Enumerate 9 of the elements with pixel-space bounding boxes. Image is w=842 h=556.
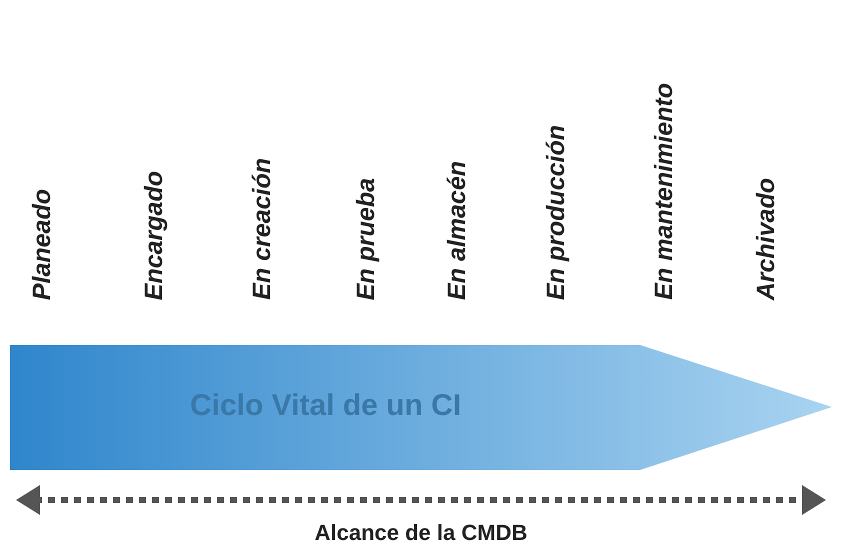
stage-label: Planeado: [28, 188, 57, 300]
stage-label: Archivado: [752, 178, 781, 300]
stage-label: En producción: [542, 125, 571, 300]
stage-label: En creación: [248, 158, 277, 300]
scope-label: Alcance de la CMDB: [314, 520, 528, 545]
stage-label: En mantenimiento: [650, 83, 679, 300]
stage-label: En prueba: [352, 178, 381, 300]
stage-label: En almacén: [443, 161, 472, 300]
stage-label: Encargado: [140, 170, 169, 300]
